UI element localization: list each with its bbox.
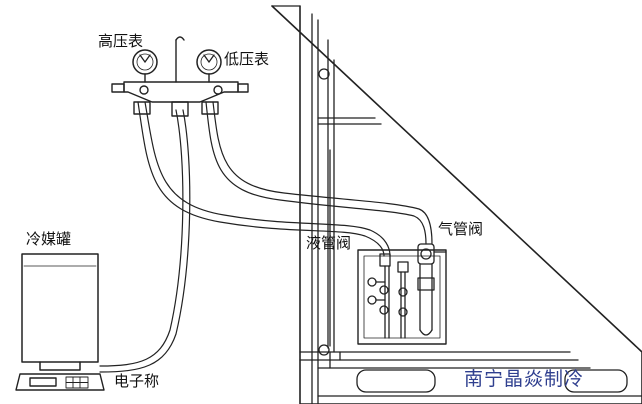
liquid-valve-icon [367, 253, 391, 339]
electronic-scale [15, 373, 105, 391]
gas-valve-icon [417, 243, 447, 336]
scale-keypad-icon [65, 376, 89, 389]
hoses [99, 101, 433, 373]
bolt-icon [318, 344, 330, 356]
low-gauge-label: 低压表 [224, 50, 270, 68]
gauge-manifold [111, 36, 249, 117]
handle-slot-left [356, 369, 436, 393]
outdoor-unit [271, 5, 642, 404]
low-pressure-gauge-icon [196, 49, 222, 75]
bolt-icon [318, 68, 330, 80]
service-port-icon [397, 261, 409, 339]
valve-panel [357, 243, 447, 345]
refrigerant-tank-label: 冷媒罐 [26, 230, 72, 248]
high-gauge-label: 高压表 [98, 32, 144, 50]
handle-slot-right [564, 369, 628, 393]
refrigerant-tank [21, 253, 99, 371]
scale-display-icon [29, 377, 57, 387]
high-pressure-gauge-icon [132, 49, 158, 75]
watermark: 南宁晶焱制冷 [464, 368, 585, 390]
electronic-scale-label: 电子称 [114, 372, 160, 390]
liquid-valve-label: 液管阀 [306, 234, 352, 252]
gas-valve-label: 气管阀 [438, 220, 484, 238]
